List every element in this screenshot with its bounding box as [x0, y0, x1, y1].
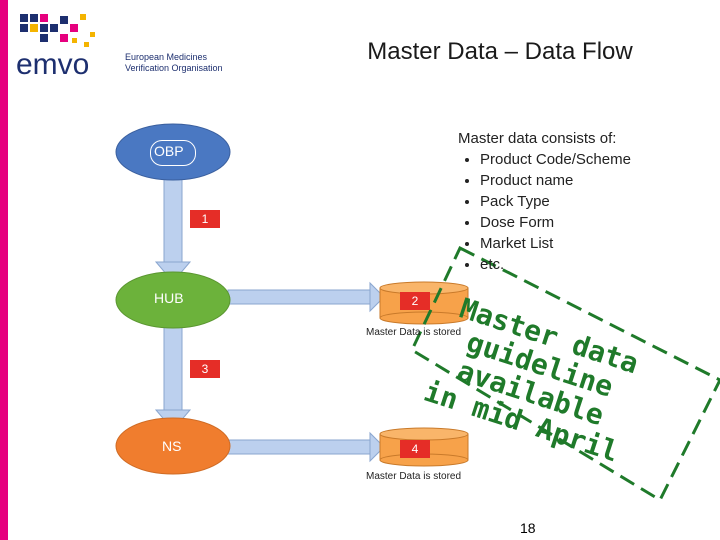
info-item: Pack Type: [480, 191, 631, 212]
org-line-1: European Medicines: [125, 52, 208, 62]
org-line-2: Verification Organisation: [125, 63, 223, 73]
info-heading: Master data consists of:: [458, 130, 617, 147]
page-title: Master Data – Data Flow: [367, 38, 633, 65]
info-item: Product Code/Scheme: [480, 149, 631, 170]
node-hub: [115, 271, 231, 329]
emvo-logo: emvo: [12, 6, 122, 83]
stamp-border: [410, 245, 720, 503]
step-badge-1: 1: [190, 210, 220, 228]
arrow-ns-db-head: [369, 431, 385, 463]
arrow-hub-db: [227, 289, 374, 305]
arrow-ns-db: [227, 439, 374, 455]
info-item: etc.: [480, 254, 631, 275]
db-label-2: Master Data is stored: [366, 471, 462, 482]
info-item: Product name: [480, 170, 631, 191]
obp-label-frame: [150, 140, 196, 166]
db-label-1: Master Data is stored: [366, 327, 462, 338]
logo-text: emvo: [16, 48, 89, 78]
info-item: Market List: [480, 233, 631, 254]
arrow-hub-ns: [163, 324, 183, 414]
arrow-obp-hub: [163, 177, 183, 267]
node-label-hub: HUB: [154, 290, 184, 306]
step-badge-3: 3: [190, 360, 220, 378]
emvo-logo-mark: emvo: [16, 14, 95, 81]
node-label-ns: NS: [162, 438, 182, 454]
step-badge-2: 2: [400, 292, 430, 310]
node-label-obp: OBP: [154, 143, 184, 159]
org-name: European Medicines Verification Organisa…: [125, 52, 223, 74]
page-number: 18: [520, 520, 536, 536]
node-obp: [115, 123, 231, 181]
info-item: Dose Form: [480, 212, 631, 233]
node-ns: [115, 417, 231, 475]
step-badge-4: 4: [400, 440, 430, 458]
accent-bar: [0, 0, 8, 540]
info-list: Master data consists of: Product Code/Sc…: [458, 128, 631, 275]
info-items: Product Code/Scheme Product name Pack Ty…: [458, 149, 631, 275]
arrow-hub-db-head: [369, 281, 385, 313]
